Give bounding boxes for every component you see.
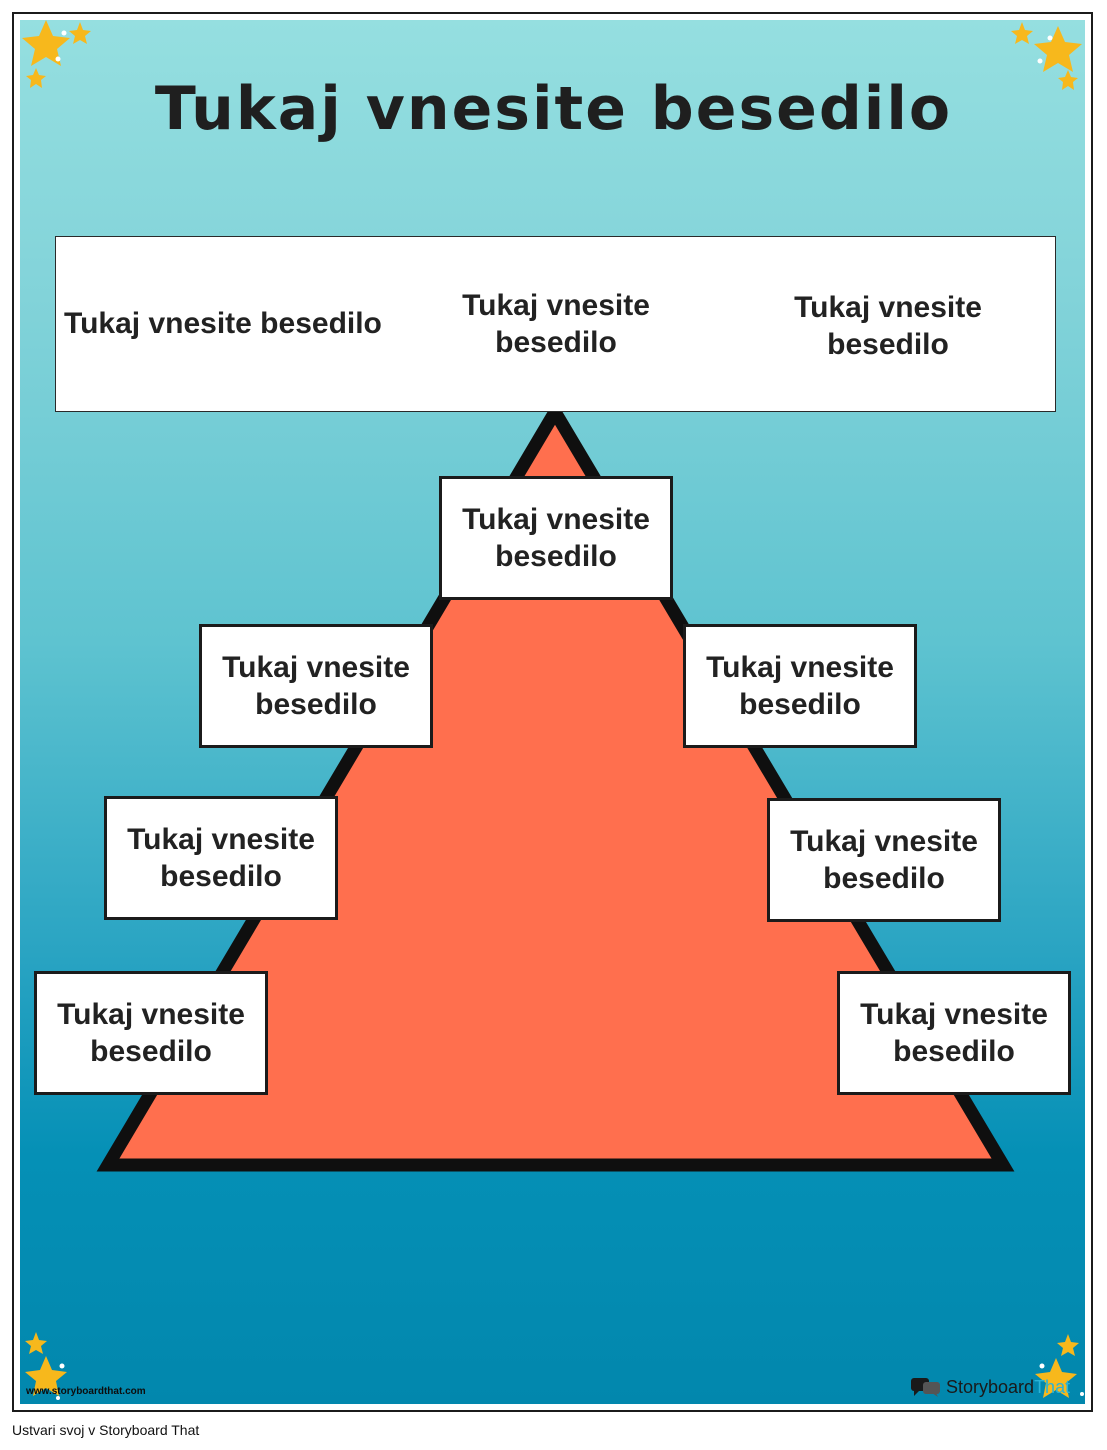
pyramid-label-level3-right: Tukaj vnesite besedilo	[767, 798, 1001, 922]
pyramid-label-base-right: Tukaj vnesite besedilo	[837, 971, 1071, 1095]
star-cluster-top-left-icon	[22, 20, 91, 88]
star-cluster-top-right-icon	[1011, 22, 1082, 90]
top-band-right-text: Tukaj vnesite besedilo	[794, 291, 982, 361]
star-cluster-bottom-right-icon	[1035, 1334, 1084, 1398]
watermark-url: www.storyboardthat.com	[26, 1386, 146, 1397]
pyramid-label-level2-right: Tukaj vnesite besedilo	[683, 624, 917, 748]
pyramid-label-base-left: Tukaj vnesite besedilo	[34, 971, 268, 1095]
top-band-left-text: Tukaj vnesite besedilo	[64, 307, 382, 340]
star-cluster-bottom-left-icon	[25, 1332, 67, 1400]
poster-title: Tukaj vnesite besedilo	[154, 74, 953, 144]
logo-word-that: That	[1034, 1376, 1071, 1397]
top-text-band: Tukaj vnesite besedilo Tukaj vnesite bes…	[55, 236, 1056, 412]
pyramid-label-level2-left: Tukaj vnesite besedilo	[199, 624, 433, 748]
footer-caption[interactable]: Ustvari svoj v Storyboard That	[12, 1422, 200, 1438]
logo-word-storyboard: Storyboard	[946, 1376, 1035, 1397]
speech-bubbles-icon	[911, 1378, 940, 1397]
top-band-center-text: Tukaj vnesite besedilo	[462, 289, 650, 359]
pyramid-triangle	[96, 399, 1015, 1172]
pyramid-label-level3-left: Tukaj vnesite besedilo	[104, 796, 338, 920]
pyramid-label-top: Tukaj vnesite besedilo	[439, 476, 673, 600]
